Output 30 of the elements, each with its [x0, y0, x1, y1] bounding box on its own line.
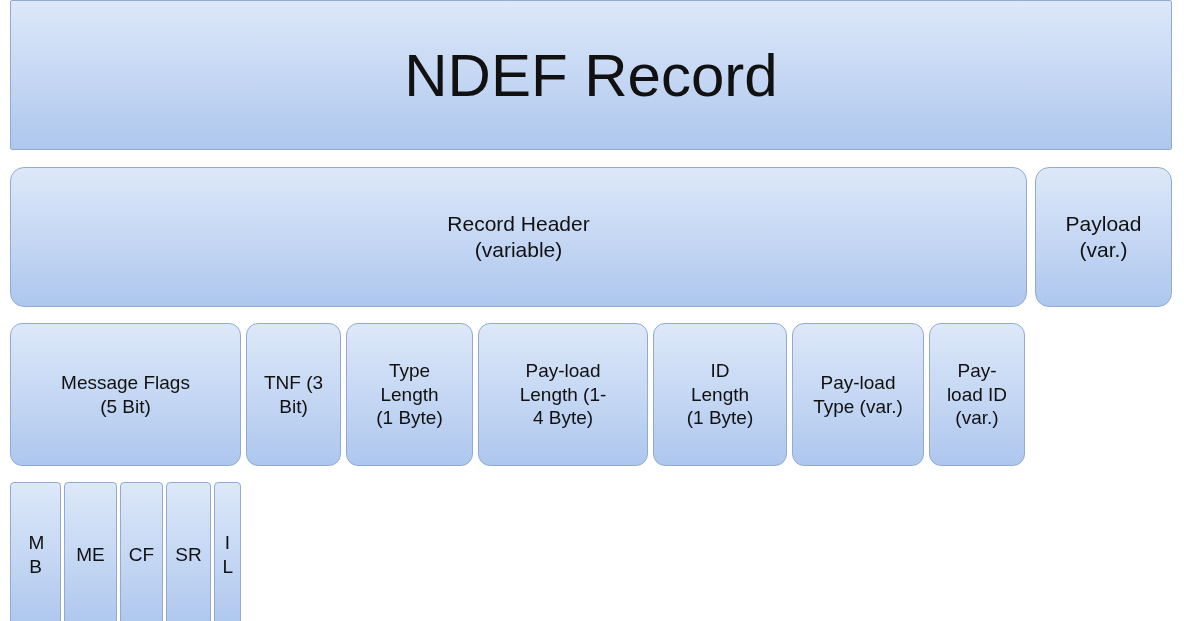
field-block [246, 323, 341, 466]
field-block [653, 323, 787, 466]
field-label: Message Flags (5 Bit) [60, 370, 191, 419]
field-label: CF [127, 542, 156, 567]
field-label: TNF (3 Bit) [263, 370, 324, 419]
field-label: NDEF Record [404, 40, 778, 111]
field-label: Pay-load Type (var.) [812, 370, 904, 419]
field-block [64, 482, 117, 621]
field-block [10, 323, 241, 466]
field-label: Pay-load Length (1-4 Byte) [518, 358, 608, 431]
field-label: Payload (var.) [1064, 210, 1143, 263]
field-label: IL [222, 530, 233, 579]
field-label: ID Length (1 Byte) [685, 358, 755, 431]
title-banner [10, 0, 1172, 150]
field-block [120, 482, 163, 621]
field-block [346, 323, 473, 466]
field-block [10, 167, 1027, 307]
field-block [1035, 167, 1172, 307]
field-label: Record Header (variable) [446, 210, 591, 263]
field-block [214, 482, 241, 621]
field-block [792, 323, 924, 466]
field-block [166, 482, 211, 621]
field-label: Type Length (1 Byte) [375, 358, 444, 431]
field-block [929, 323, 1025, 466]
field-label: Pay-load ID (var.) [945, 358, 1009, 431]
field-block [478, 323, 648, 466]
field-label: SR [174, 542, 203, 567]
field-label: MB [28, 530, 43, 579]
field-block [10, 482, 61, 621]
field-label: ME [75, 542, 106, 567]
